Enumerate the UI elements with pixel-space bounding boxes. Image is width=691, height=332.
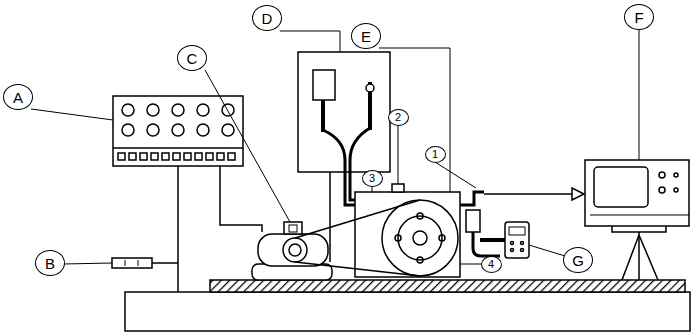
panel-switch	[217, 153, 224, 160]
callout-label: A	[3, 84, 33, 110]
panel-switch	[151, 153, 158, 160]
panel-knob	[197, 104, 209, 116]
panel-knob	[147, 104, 159, 116]
panel-switch	[228, 153, 235, 160]
callout-label: 4	[481, 256, 502, 273]
panel-knob	[122, 104, 134, 116]
panel-switch	[195, 153, 202, 160]
callout-label: 2	[388, 109, 409, 126]
panel-switch	[118, 153, 125, 160]
callout-label: F	[624, 4, 654, 30]
callout-label: 1	[425, 146, 446, 163]
callout-label: 3	[362, 170, 383, 187]
panel-knob	[122, 124, 134, 136]
panel-switch	[129, 153, 136, 160]
callout-label: E	[351, 23, 381, 49]
panel-switch	[184, 153, 191, 160]
panel-knob	[197, 124, 209, 136]
panel-switch	[173, 153, 180, 160]
panel-switch	[162, 153, 169, 160]
callout-label: C	[177, 45, 207, 71]
panel-knob	[222, 124, 234, 136]
panel-knob	[172, 124, 184, 136]
panel-knob	[222, 104, 234, 116]
panel-knob	[147, 124, 159, 136]
callout-label: D	[252, 5, 282, 31]
callout-label: B	[35, 250, 65, 276]
panel-knob	[172, 104, 184, 116]
panel-switch	[140, 153, 147, 160]
callout-label: G	[563, 247, 593, 273]
panel-switch	[206, 153, 213, 160]
